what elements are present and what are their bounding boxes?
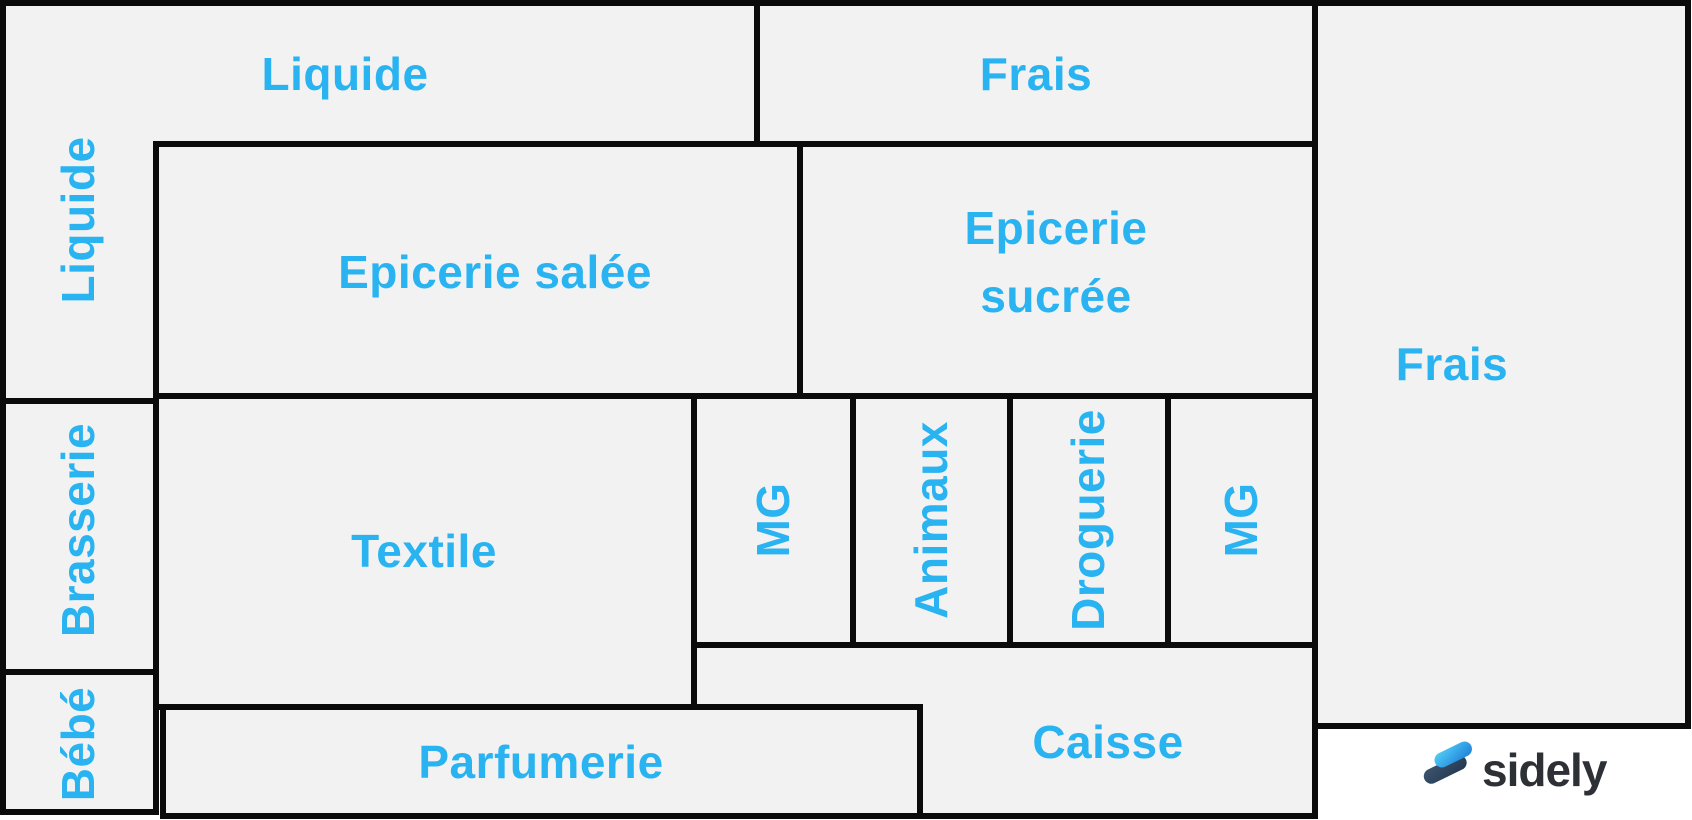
label-liquide-top: Liquide (261, 48, 428, 100)
label-parfumerie: Parfumerie (418, 736, 663, 788)
label-epicerie-sucree-line2: sucrée (980, 270, 1131, 322)
sidely-logo-text: sidely (1482, 744, 1608, 796)
label-caisse: Caisse (1032, 716, 1183, 768)
sidely-logo: sidely (1423, 741, 1609, 796)
region-mg-left (691, 393, 856, 648)
label-brasserie: Brasserie (52, 423, 104, 637)
region-frais-right (1312, 0, 1691, 729)
region-parfumerie (160, 704, 923, 819)
label-epicerie-salee: Epicerie salée (338, 246, 652, 298)
region-epicerie-salee (153, 141, 803, 399)
label-droguerie: Droguerie (1062, 409, 1114, 631)
label-textile: Textile (351, 525, 497, 577)
region-brasserie (0, 398, 159, 675)
label-mg-right: MG (1215, 482, 1267, 557)
label-frais-right: Frais (1396, 338, 1508, 390)
region-animaux (850, 393, 1013, 648)
label-mg-left: MG (747, 482, 799, 557)
label-liquide-left: Liquide (52, 136, 104, 303)
sidely-logo-mark-icon (1423, 741, 1472, 784)
region-mg-right (1165, 393, 1318, 648)
region-bebe (0, 669, 159, 815)
label-bebe: Bébé (52, 687, 104, 801)
label-frais-top: Frais (980, 48, 1092, 100)
region-textile (153, 393, 697, 710)
label-epicerie-sucree-line1: Epicerie (965, 202, 1148, 254)
label-animaux: Animaux (905, 421, 957, 619)
region-epicerie-sucree (797, 141, 1318, 399)
